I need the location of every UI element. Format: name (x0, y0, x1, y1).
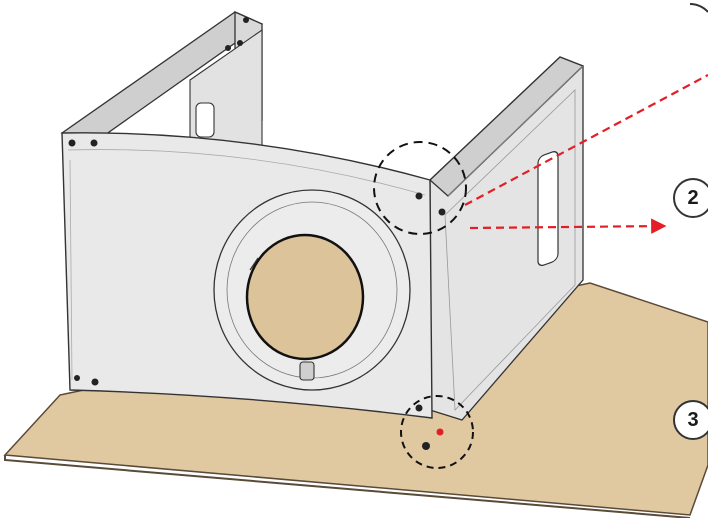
door-opening (213, 189, 411, 391)
step-2-badge: 2 (673, 178, 708, 218)
step-3-badge: 3 (673, 400, 708, 440)
cropped-circle-fragment (689, 3, 708, 13)
side-panel-right (429, 56, 585, 421)
zoom-circle-bottom (400, 395, 474, 469)
zoom-circle-top (373, 141, 467, 235)
red-dashed-arrows (464, 74, 708, 234)
